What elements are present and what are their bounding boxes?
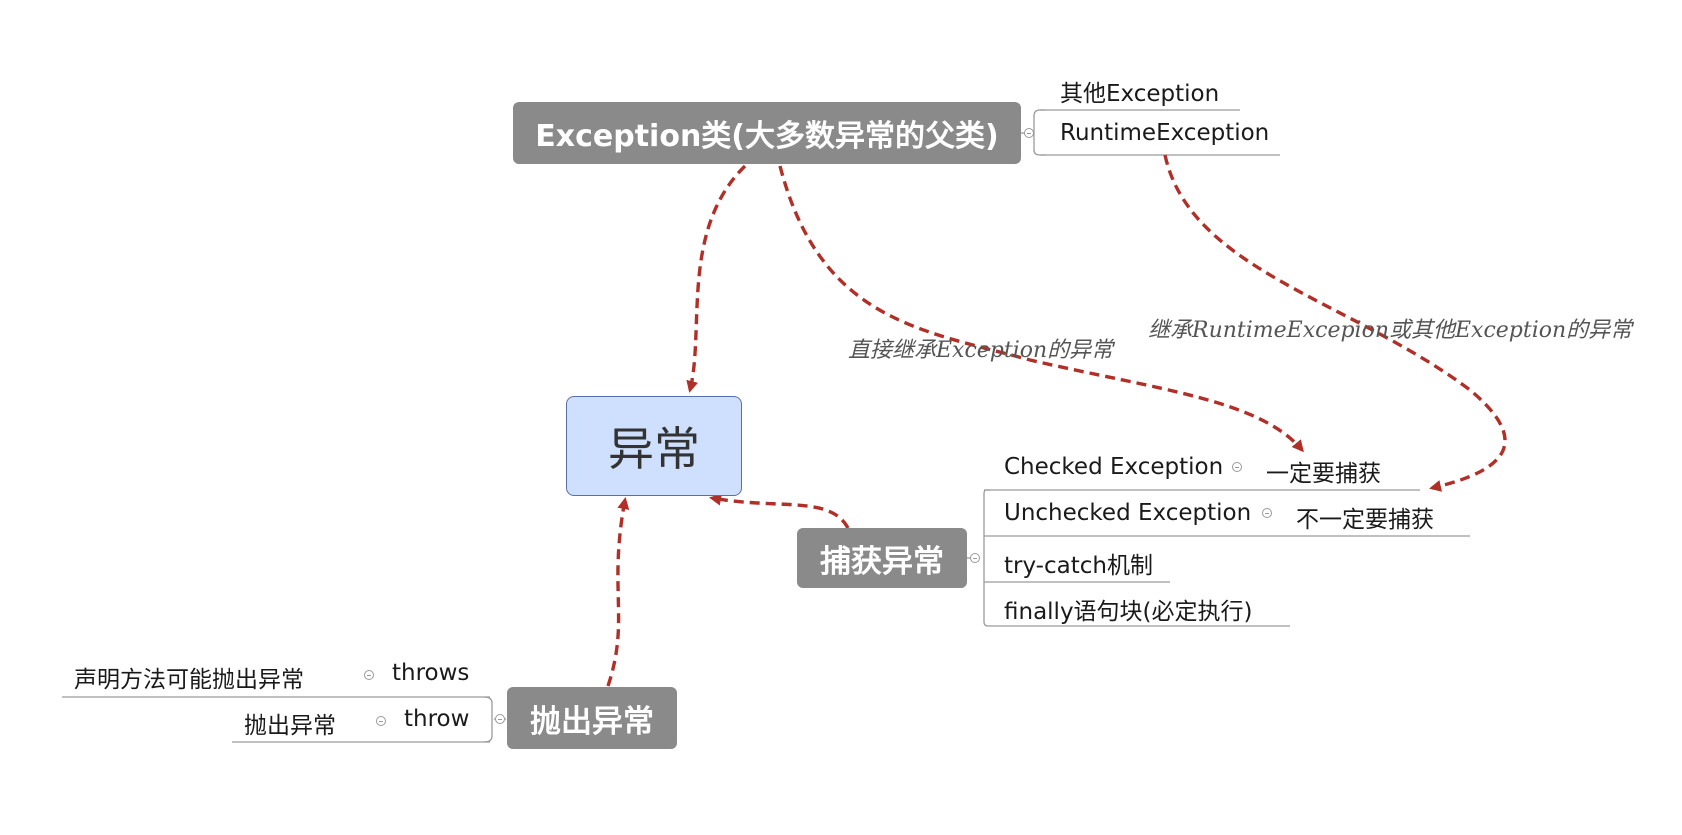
relationship-label-direct: 直接继承Exception的异常 [848, 338, 1114, 363]
relationship-arrows [606, 154, 1507, 687]
arrow-exception-to-checked [778, 165, 1304, 453]
catch-topic[interactable]: 捕获异常 [797, 528, 967, 588]
arrow-exception-to-center [686, 164, 747, 393]
relationship-label-runtime: 继承RuntimeExcepion或其他Exception的异常 [1148, 318, 1633, 343]
throw-collapse-icon[interactable] [495, 714, 505, 724]
exception-class-label: Exception类(大多数异常的父类) [535, 119, 999, 154]
arrow-throw-to-center [606, 497, 630, 687]
throw-topic[interactable]: 抛出异常 [507, 687, 677, 749]
throw-child-declare[interactable]: 声明方法可能抛出异常 [74, 667, 304, 693]
throws-collapse-icon[interactable] [364, 670, 374, 680]
throw-topic-label: 抛出异常 [530, 703, 654, 740]
catch-child-unchecked[interactable]: Unchecked Exception [1004, 500, 1252, 526]
exception-collapse-icon[interactable] [1024, 128, 1034, 138]
catch-collapse-icon[interactable] [970, 553, 980, 563]
catch-children-connector [966, 489, 1470, 627]
exception-child-other[interactable]: 其他Exception [1060, 81, 1220, 107]
exception-children-connector [1014, 109, 1280, 156]
throw-keyword-collapse-icon[interactable] [376, 716, 386, 726]
catch-child-unchecked-note[interactable]: 不一定要捕获 [1296, 507, 1434, 533]
catch-child-try-catch[interactable]: try-catch机制 [1004, 553, 1153, 579]
unchecked-collapse-icon[interactable] [1262, 508, 1272, 518]
throw-child-throw[interactable]: 抛出异常 [244, 713, 336, 739]
exception-child-runtime[interactable]: RuntimeException [1060, 120, 1270, 146]
throw-child-throws-keyword[interactable]: throws [392, 660, 470, 686]
center-topic[interactable]: 异常 [566, 396, 742, 496]
exception-class-topic[interactable]: Exception类(大多数异常的父类) [513, 102, 1021, 164]
catch-topic-label: 捕获异常 [820, 543, 944, 580]
arrow-runtime-to-unchecked [1163, 154, 1507, 492]
throw-child-throw-keyword[interactable]: throw [404, 706, 470, 732]
catch-child-finally[interactable]: finally语句块(必定执行) [1004, 599, 1253, 625]
catch-child-checked-note[interactable]: 一定要捕获 [1266, 461, 1381, 487]
catch-child-checked[interactable]: Checked Exception [1004, 454, 1224, 480]
center-topic-label: 异常 [608, 422, 700, 476]
checked-collapse-icon[interactable] [1232, 462, 1242, 472]
arrow-catch-to-center [709, 493, 850, 529]
